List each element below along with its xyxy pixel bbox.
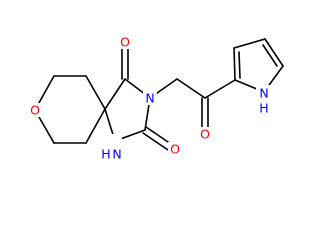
- bond-ketone-pyrrole: [204, 79, 236, 99]
- carbonyl-oxygen-right-label: O: [170, 142, 180, 157]
- bond-pyr-c2-c3-inner: [238, 51, 241, 79]
- imide-nitrogen-label: N: [145, 91, 154, 106]
- bond-spiro-c4carbonyl: [104, 78, 126, 110]
- bond-c2-o-double-b: [142, 132, 169, 151]
- amide-nitrogen-label: N: [112, 147, 121, 162]
- pyrrole-hydrogen-label: H: [259, 101, 268, 116]
- molecule-diagram: O O N O H N O N H: [28, 34, 284, 162]
- pyrrole-nitrogen-label: N: [259, 86, 268, 101]
- bond-c2-spiro: [85, 75, 106, 110]
- bonds: [34, 38, 284, 151]
- bond-c2-o-double-a: [145, 126, 172, 145]
- bond-pyr-c4-c5-inner: [262, 44, 278, 67]
- ring-oxygen-label: O: [30, 103, 40, 118]
- carbonyl-oxygen-top-label: O: [120, 35, 130, 50]
- amide-hydrogen-label: H: [101, 147, 110, 162]
- ketone-oxygen-label: O: [200, 127, 210, 142]
- bond-pyr-c4-c5: [264, 38, 284, 67]
- atom-labels: O O N O H N O N H: [28, 35, 270, 162]
- bond-ch2-ketone: [176, 78, 206, 99]
- bond-pyr-c2-c3: [233, 47, 236, 81]
- bond-spiro-c3: [85, 108, 106, 144]
- bond-pyr-c3-c4: [233, 38, 266, 49]
- structure-canvas: O O N O H N O N H: [28, 34, 284, 162]
